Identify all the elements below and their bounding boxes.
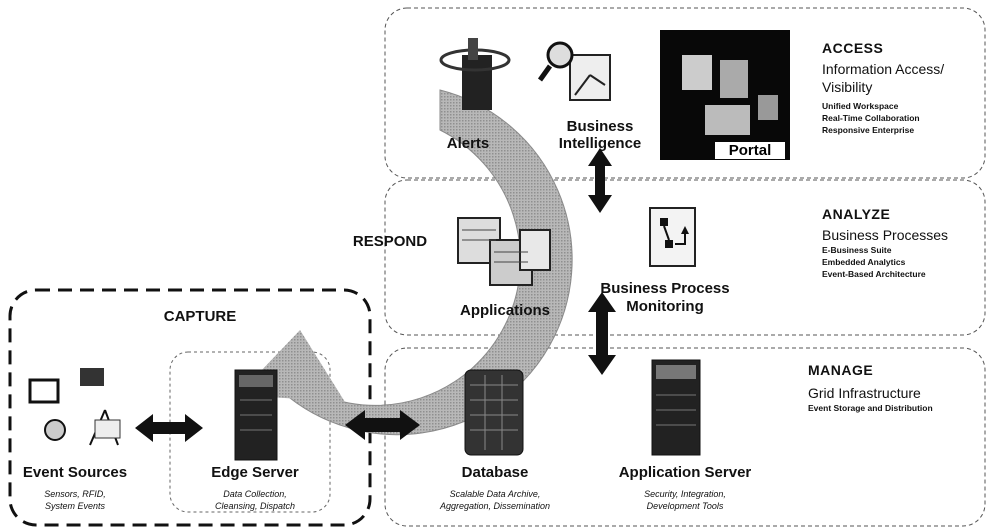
access-tier-box xyxy=(384,7,986,179)
analyze-tier-text: ANALYZE Business Processes E-Business Su… xyxy=(822,206,982,280)
edge-server-desc: Data Collection, Cleansing, Dispatch xyxy=(200,488,310,512)
alerts-icon xyxy=(439,38,511,110)
application-server-label: Application Server xyxy=(618,464,752,481)
edge-server-icon xyxy=(234,369,278,461)
application-server-icon xyxy=(651,359,701,456)
database-icon xyxy=(464,369,524,456)
edge-server-desc-line1: Data Collection, xyxy=(223,489,287,499)
database-desc-line2: Aggregation, Dissemination xyxy=(439,501,551,511)
bpm-line2: Monitoring xyxy=(626,298,704,315)
business-intelligence-line1: Business xyxy=(566,118,634,135)
analyze-manage-arrow xyxy=(588,292,616,375)
application-server-desc-line1: Security, Integration, xyxy=(644,489,726,499)
analyze-tier-box xyxy=(384,179,986,336)
database-desc-line1: Scalable Data Archive, xyxy=(449,489,541,499)
application-server-desc: Security, Integration, Development Tools xyxy=(620,488,750,512)
event-sources-label: Event Sources xyxy=(22,464,128,481)
access-item: Real-Time Collaboration xyxy=(822,113,920,123)
analyze-item: Event-Based Architecture xyxy=(822,269,926,279)
applications-icon xyxy=(457,217,551,286)
business-intelligence-line2: Intelligence xyxy=(558,135,642,152)
access-item: Responsive Enterprise xyxy=(822,125,915,135)
manage-title: MANAGE xyxy=(808,362,874,378)
access-item: Unified Workspace xyxy=(822,101,899,111)
edge-server-label: Edge Server xyxy=(211,464,299,481)
business-intelligence-icon xyxy=(537,41,611,101)
manage-subtitle: Grid Infrastructure xyxy=(808,385,921,401)
respond-label: RESPOND xyxy=(352,233,428,250)
event-sources-desc-line1: Sensors, RFID, xyxy=(44,489,106,499)
access-title: ACCESS xyxy=(822,40,884,56)
applications-label: Applications xyxy=(459,302,550,319)
business-intelligence-label: Business Intelligence xyxy=(545,118,655,152)
analyze-subtitle: Business Processes xyxy=(822,227,949,243)
access-analyze-arrow xyxy=(588,148,612,213)
bpm-line1: Business Process xyxy=(600,280,730,297)
sources-edge-arrow xyxy=(135,414,203,442)
analyze-item: E-Business Suite xyxy=(822,245,892,255)
manage-tier-text: MANAGE Grid Infrastructure Event Storage… xyxy=(808,362,986,414)
portal-label: Portal xyxy=(715,142,785,159)
manage-tier-box xyxy=(384,347,986,527)
edge-server-desc-line2: Cleansing, Dispatch xyxy=(214,501,296,511)
analyze-item: Embedded Analytics xyxy=(822,257,906,267)
access-subtitle-line2: Visibility xyxy=(822,79,873,95)
event-sources-desc: Sensors, RFID, System Events xyxy=(20,488,130,512)
application-server-desc-line2: Development Tools xyxy=(646,501,724,511)
database-label: Database xyxy=(461,464,529,481)
event-sources-desc-line2: System Events xyxy=(44,501,106,511)
alerts-label: Alerts xyxy=(446,135,490,152)
event-sources-icon xyxy=(28,368,121,446)
analyze-title: ANALYZE xyxy=(822,206,891,222)
bpm-icon xyxy=(649,207,696,267)
manage-item: Event Storage and Distribution xyxy=(808,403,933,413)
capture-label: CAPTURE xyxy=(163,308,237,325)
database-desc: Scalable Data Archive, Aggregation, Diss… xyxy=(430,488,560,512)
access-tier-text: ACCESS Information Access/ Visibility Un… xyxy=(822,40,982,136)
bpm-label: Business Process Monitoring xyxy=(590,280,740,316)
portal-icon xyxy=(682,55,778,135)
edge-database-arrow xyxy=(345,410,420,440)
access-subtitle-line1: Information Access/ xyxy=(822,61,945,77)
